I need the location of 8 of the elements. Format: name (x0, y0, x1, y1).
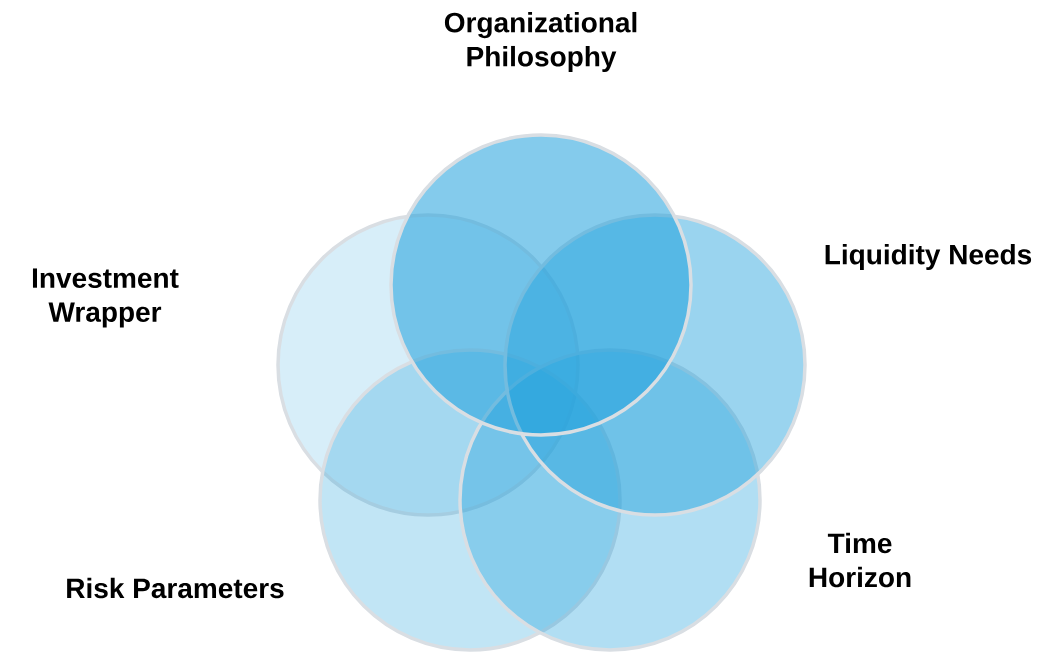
circle-label: Investment Wrapper (32, 268, 179, 328)
circle-label: Risk Parameters (67, 577, 284, 599)
venn-circle (318, 348, 622, 652)
venn-circle (389, 133, 693, 437)
venn-circle (458, 348, 762, 652)
circle-label: Liquidity Needs (825, 243, 1032, 271)
circle-label: Organizational Philosophy (444, 11, 637, 73)
circle-label: Time Horizon (809, 532, 911, 588)
